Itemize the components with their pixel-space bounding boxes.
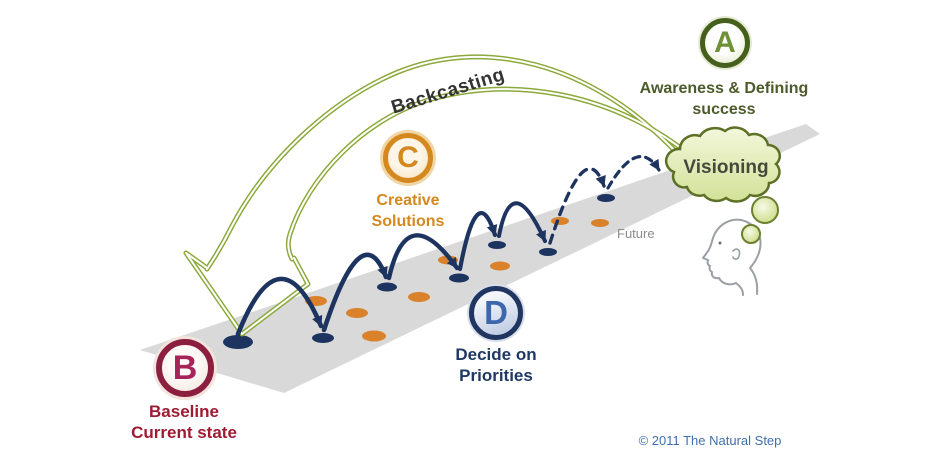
step-c-label: Creative Solutions — [350, 190, 466, 232]
step-c-label-line2: Solutions — [371, 213, 445, 230]
orange-dot — [490, 261, 510, 271]
blue-dot — [539, 248, 557, 256]
step-b-badge: B — [156, 339, 214, 397]
road-surface — [140, 124, 820, 393]
step-d-label-line2: Priorities — [459, 366, 533, 385]
thought-bubble-small — [741, 224, 761, 244]
orange-dot — [408, 292, 430, 302]
step-arcs-group — [235, 154, 661, 337]
blue-dot — [488, 241, 506, 249]
orange-dot — [362, 330, 386, 342]
step-arc — [457, 211, 498, 272]
step-a-badge: A — [700, 18, 750, 68]
visioning-cloud-group — [664, 126, 781, 203]
eye-dot — [718, 241, 722, 245]
orange-dot — [346, 308, 368, 318]
step-a-label: Awareness & Defining success — [616, 78, 832, 120]
orange-dot — [551, 217, 569, 225]
copyright-text: © 2011 The Natural Step — [638, 433, 782, 448]
step-d-label-line1: Decide on — [455, 345, 537, 364]
step-a-label-line2: success — [692, 101, 756, 118]
blue-dots-group — [223, 194, 615, 349]
blue-dot — [223, 335, 253, 349]
step-a-label-line1: Awareness & Defining — [639, 80, 809, 97]
step-b-label-line1: Baseline — [149, 402, 219, 421]
step-d-label: Decide on Priorities — [433, 344, 559, 386]
backcasting-arrow-outer-highlight — [206, 55, 677, 270]
future-arc-dashed — [606, 154, 661, 190]
backcasting-arrowhead-highlight — [185, 252, 309, 335]
step-c-label-line1: Creative — [376, 192, 440, 209]
blue-dot — [377, 282, 397, 292]
visioning-cloud — [664, 126, 781, 203]
backcasting-arrow-inner-highlight — [287, 88, 679, 260]
visioning-label: Visioning — [683, 157, 769, 178]
backcasting-arrow — [183, 54, 681, 337]
thinker-group — [702, 196, 779, 296]
future-arc-dashed — [548, 167, 606, 245]
ear-line — [732, 248, 741, 260]
step-arc — [497, 201, 547, 243]
blue-dot — [449, 273, 469, 283]
step-arc — [235, 276, 324, 337]
step-d-badge: D — [469, 286, 523, 340]
step-c-badge: C — [383, 133, 433, 183]
future-label: Future — [617, 226, 655, 241]
step-arc — [321, 252, 389, 333]
orange-dot — [591, 219, 609, 227]
step-b-label-line2: Current state — [131, 423, 237, 442]
step-b-label: Baseline Current state — [98, 401, 270, 443]
step-arc — [386, 233, 460, 281]
thought-bubble-large — [751, 196, 779, 224]
blue-dot — [597, 194, 615, 202]
blue-dot — [312, 333, 334, 343]
orange-dots-group — [305, 217, 609, 342]
